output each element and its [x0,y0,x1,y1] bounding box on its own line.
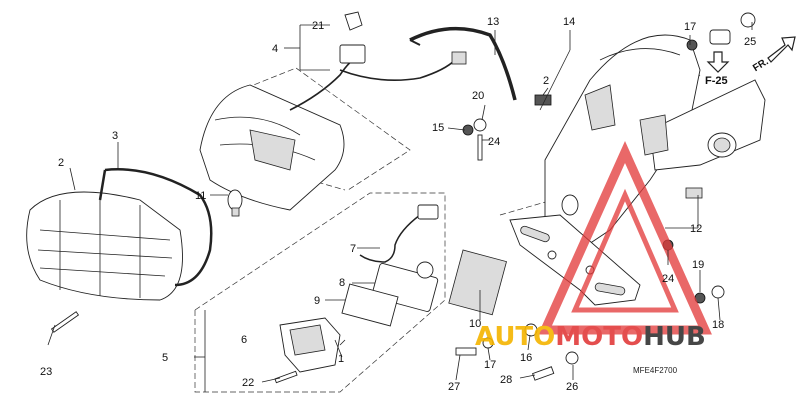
callout-15: 15 [432,122,444,134]
callout-1: 1 [338,353,344,365]
reference-label: F-25 [705,75,728,87]
callout-10: 10 [469,318,481,330]
callout-17: 17 [484,359,496,371]
callout-11: 11 [195,190,206,202]
callout-2: 2 [543,75,549,87]
watermark-word-hub: HUB [643,322,706,352]
watermark-triangle-inner [571,188,679,313]
harness-assembly [289,11,467,111]
rear-fender [544,34,766,251]
callout-13: 13 [487,16,499,28]
callout-17: 17 [684,21,696,33]
callout-8: 8 [339,277,345,289]
callout-26: 26 [566,381,578,393]
callout-18: 18 [712,319,724,331]
callout-22: 22 [242,377,254,389]
callout-2: 2 [58,157,64,169]
callout-5: 5 [162,352,168,364]
leader-lines [47,22,753,392]
callout-9: 9 [314,295,320,307]
front-direction-arrow: FR. [751,36,796,74]
taillight-housing [199,84,345,211]
lens-gasket [98,168,213,287]
license-light-lens [341,249,507,327]
drawing-code: MFE4F2700 [633,366,678,375]
callout-23: 23 [40,366,52,378]
callout-14: 14 [563,16,575,28]
callout-19: 19 [692,259,704,271]
callout-3: 3 [112,130,118,142]
direction-label: FR. [751,56,771,74]
callout-labels: 1 2 2 3 4 5 6 7 8 9 10 11 12 13 14 15 16… [40,16,756,393]
watermark: AUTOMOTOHUB [475,141,712,352]
watermark-word-auto: AUTO [475,322,555,352]
assembly-outline-license [194,192,446,393]
reference-arrow: F-25 [705,51,730,87]
callout-16: 16 [520,352,532,364]
callout-27: 27 [448,381,460,393]
bulb [227,189,243,217]
callout-24: 24 [662,273,674,285]
callout-20: 20 [472,90,484,102]
watermark-triangle [538,141,712,335]
license-light-cover [279,317,341,373]
callout-21: 21 [312,20,324,32]
watermark-word-moto: MOTO [555,322,643,352]
callout-28: 28 [500,374,512,386]
wire-13 [409,26,517,101]
callout-24: 24 [488,136,500,148]
taillight-lens [26,191,183,301]
callout-4: 4 [272,43,278,55]
callout-12: 12 [690,223,702,235]
callout-25: 25 [744,36,756,48]
callout-7: 7 [350,243,356,255]
callout-6: 6 [241,334,247,346]
svg-text:AUTOMOTOHUB: AUTOMOTOHUB [475,322,706,352]
